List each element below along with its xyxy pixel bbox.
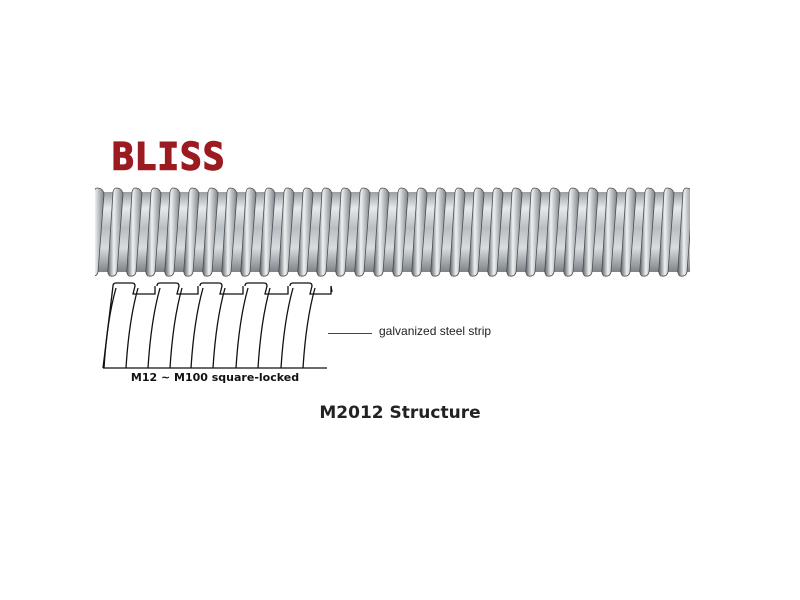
conduit-rib	[449, 187, 466, 277]
conduit-rib	[221, 187, 238, 277]
conduit-rib	[506, 187, 523, 277]
conduit-rib	[278, 187, 295, 277]
profile-wall-line	[302, 287, 316, 369]
conduit-rib	[145, 187, 162, 277]
profile-wall-line	[169, 287, 183, 369]
bliss-logo: BLISS	[111, 135, 226, 180]
conduit-rib	[240, 187, 257, 277]
profile-wall-line	[257, 287, 271, 369]
conduit-rib	[487, 187, 504, 277]
conduit-photo	[95, 187, 690, 277]
profile-wall-line	[280, 287, 294, 369]
conduit-rib	[202, 187, 219, 277]
conduit-rib	[639, 187, 656, 277]
profile-wall-line	[125, 287, 139, 369]
conduit-rib	[373, 187, 390, 277]
conduit-rib	[468, 187, 485, 277]
conduit-rib	[601, 187, 618, 277]
conduit-rib	[563, 187, 580, 277]
leader-line	[328, 333, 372, 334]
conduit-rib	[183, 187, 200, 277]
conduit-rib	[620, 187, 637, 277]
conduit-rib	[164, 187, 181, 277]
structure-diagram	[102, 282, 333, 369]
conduit-rib	[525, 187, 542, 277]
conduit-rib	[126, 187, 143, 277]
profile-wall-line	[147, 287, 161, 369]
conduit-rib	[582, 187, 599, 277]
conduit-rib	[658, 187, 675, 277]
material-label: galvanized steel strip	[379, 324, 492, 338]
conduit-rib	[354, 187, 371, 277]
profile-wall-line	[103, 287, 117, 369]
conduit-rib	[316, 187, 333, 277]
profile-wall-line	[212, 287, 226, 369]
profile-wall-line	[235, 287, 249, 369]
conduit-rib	[411, 187, 428, 277]
conduit-rib	[392, 187, 409, 277]
conduit-rib	[95, 187, 105, 277]
conduit-rib	[677, 187, 690, 277]
conduit-rib	[335, 187, 352, 277]
diagram-title: M2012 Structure	[319, 403, 481, 423]
profile-wall-line	[190, 287, 204, 369]
conduit-rib	[107, 187, 124, 277]
conduit-rib	[297, 187, 314, 277]
size-caption: M12 ~ M100 square-locked	[130, 371, 300, 384]
conduit-rib	[259, 187, 276, 277]
conduit-rib	[544, 187, 561, 277]
conduit-rib	[430, 187, 447, 277]
